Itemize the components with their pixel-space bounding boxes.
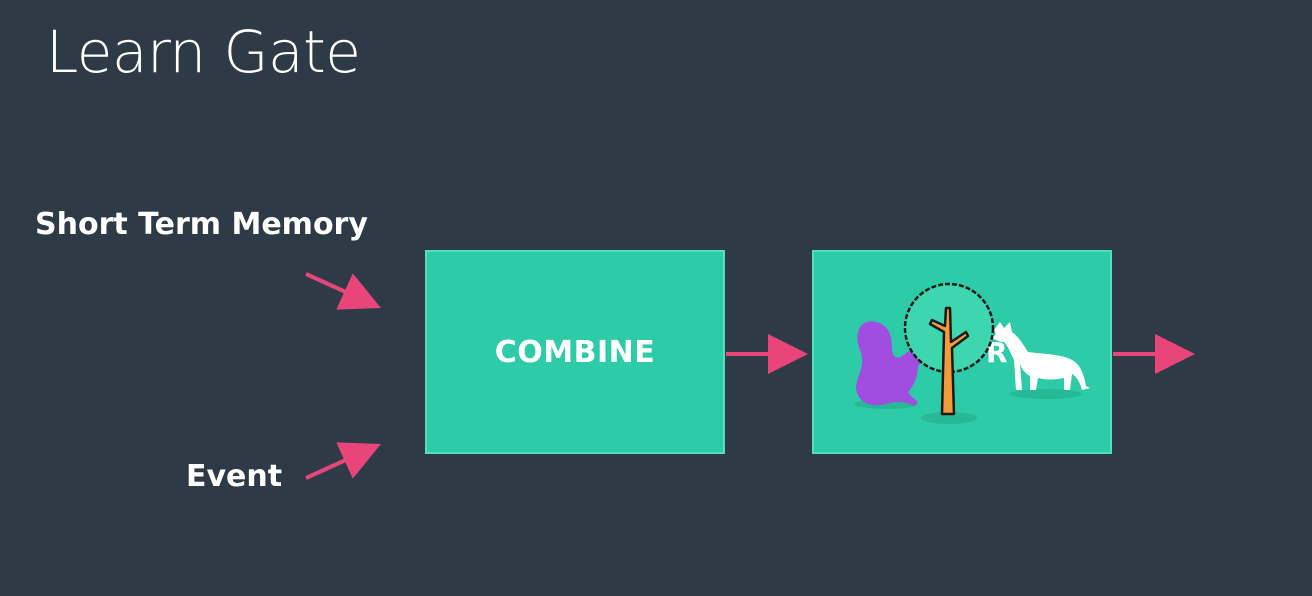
ignore-box-partial-label: R xyxy=(986,336,1008,369)
combine-label: COMBINE xyxy=(494,334,656,370)
stm-arrow xyxy=(305,272,381,310)
slide-title: Learn Gate xyxy=(46,18,361,86)
tree-icon xyxy=(903,282,995,424)
ignore-box: R xyxy=(812,250,1112,454)
event-label: Event xyxy=(186,459,283,494)
event-arrow xyxy=(305,442,381,480)
ignore-box-illustration xyxy=(854,282,1090,424)
combine-box: COMBINE xyxy=(425,250,725,454)
wolf-icon xyxy=(992,322,1090,399)
short-term-memory-label: Short Term Memory xyxy=(35,207,368,242)
